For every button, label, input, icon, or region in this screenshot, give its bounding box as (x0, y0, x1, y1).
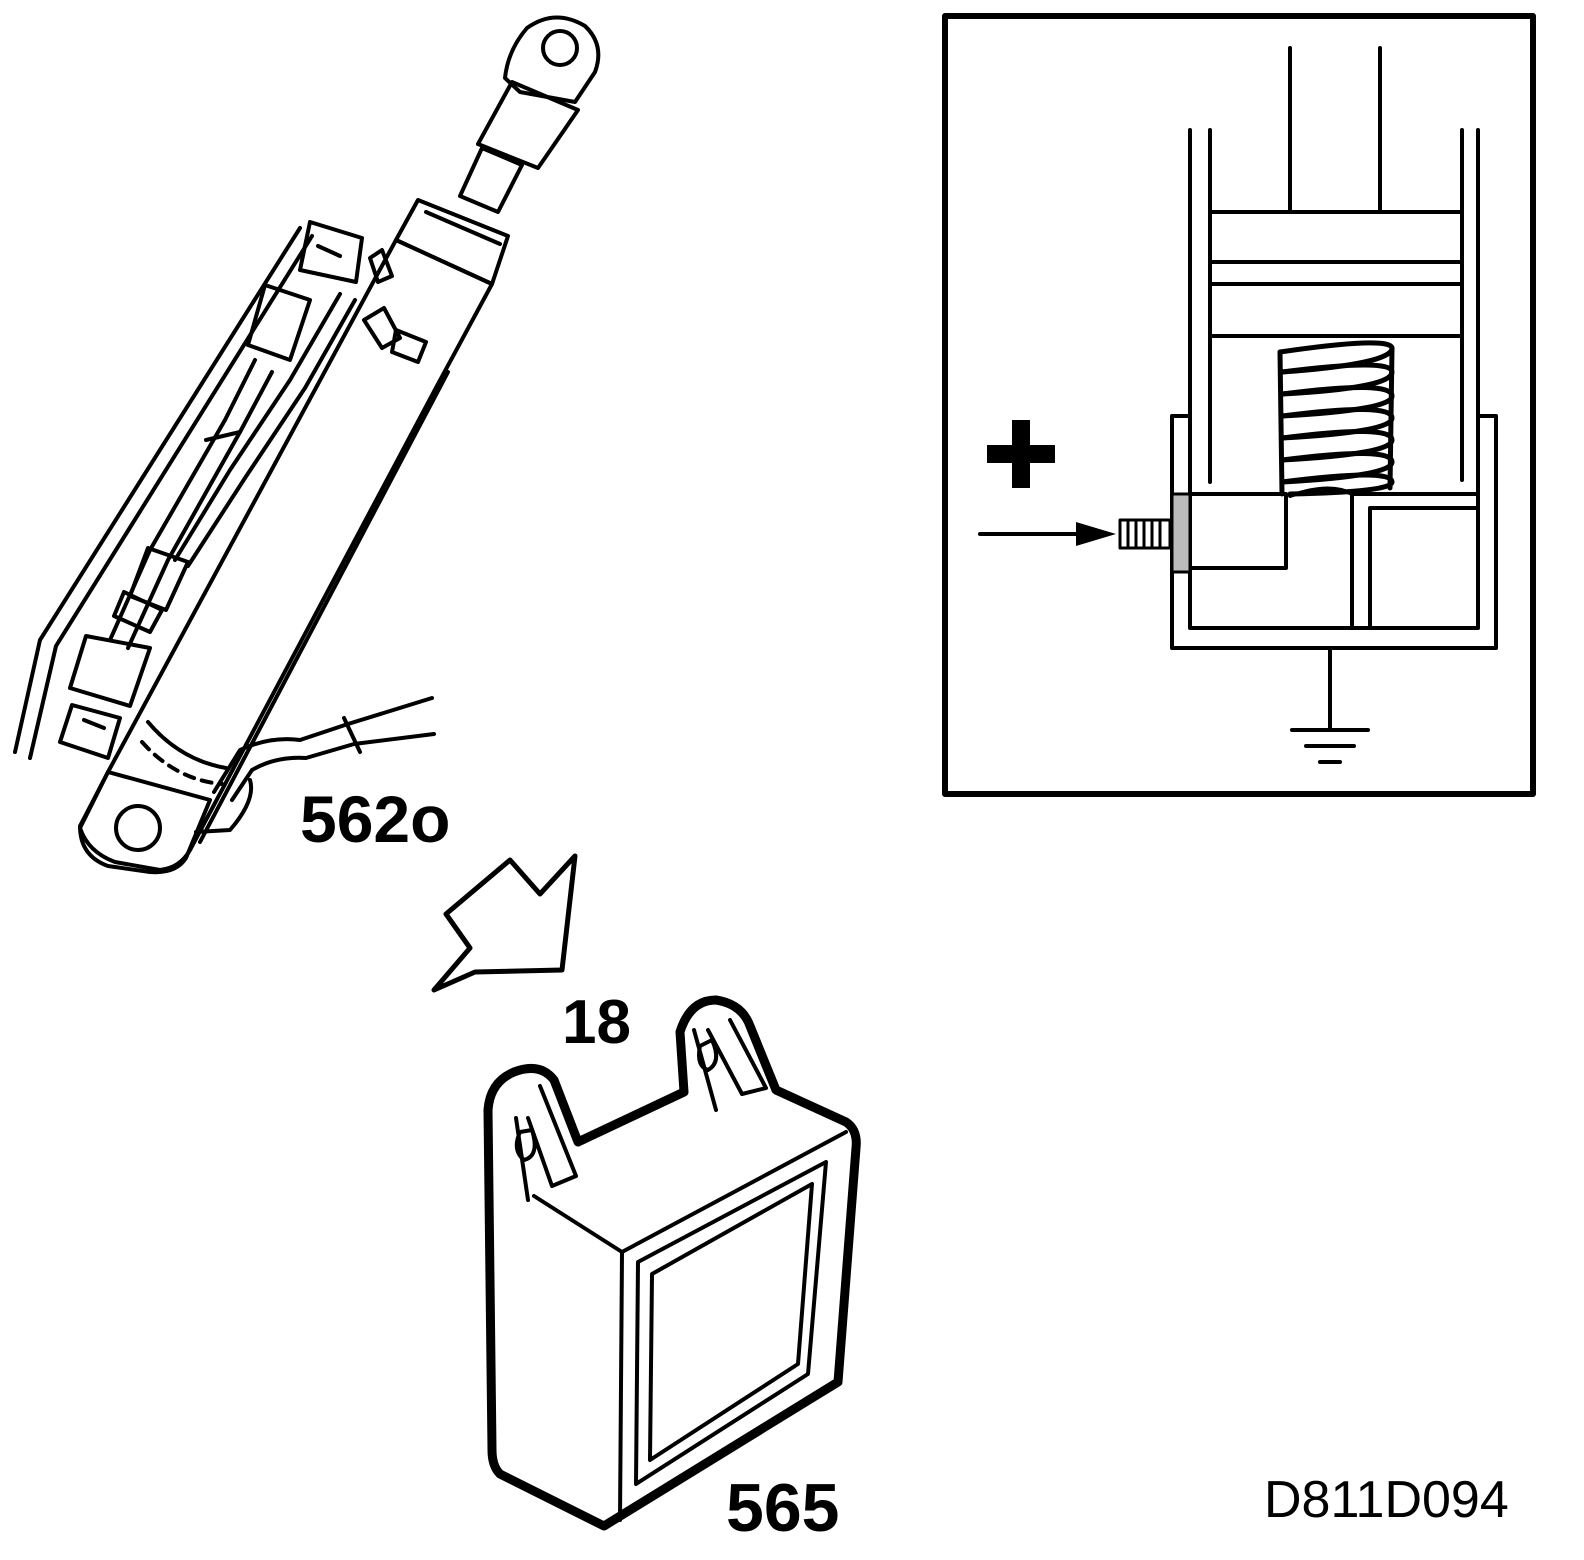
actuator-rod-end (476, 80, 580, 170)
figure-code-label: D811D094 (1264, 1471, 1509, 1529)
inset-spring (1277, 340, 1395, 497)
inset-port-screw (1118, 492, 1192, 574)
actuator-hose-fitting-mid (128, 546, 190, 612)
actuator-top-eyelet (503, 15, 601, 104)
actuator-tube-left (13, 226, 302, 754)
inset-housing (1170, 414, 1498, 650)
inset-piston (1208, 210, 1464, 338)
capacitor-front-face (618, 1250, 624, 1522)
ground-symbol-icon (1290, 646, 1370, 764)
inset-flow-arrow (978, 522, 1116, 546)
plus-sign-icon (987, 420, 1055, 488)
actuator-barrel (78, 238, 494, 872)
actuator-hose-fitting-top (298, 220, 364, 284)
capacitor-drawing (483, 995, 861, 1531)
actuator-piston-rod (458, 146, 524, 214)
capacitor-outline (483, 995, 861, 1531)
transition-arrow (431, 853, 578, 993)
actuator-part-label: 562o (300, 782, 451, 856)
actuator-sensor-band (146, 720, 228, 770)
actuator-sensor-cable (212, 696, 434, 794)
actuator-bottom-eyelet (78, 770, 212, 875)
inset-cylinder-wall (1188, 128, 1480, 484)
actuator-tube-back (173, 292, 342, 562)
actuator-drawing (13, 15, 601, 875)
capacitor-part-label: 565 (726, 1470, 840, 1546)
inset-frame (942, 13, 1536, 797)
inset-diagram (942, 13, 1536, 797)
actuator-hose-fitting-bottom (68, 634, 152, 708)
step-number-label: 18 (562, 988, 631, 1057)
